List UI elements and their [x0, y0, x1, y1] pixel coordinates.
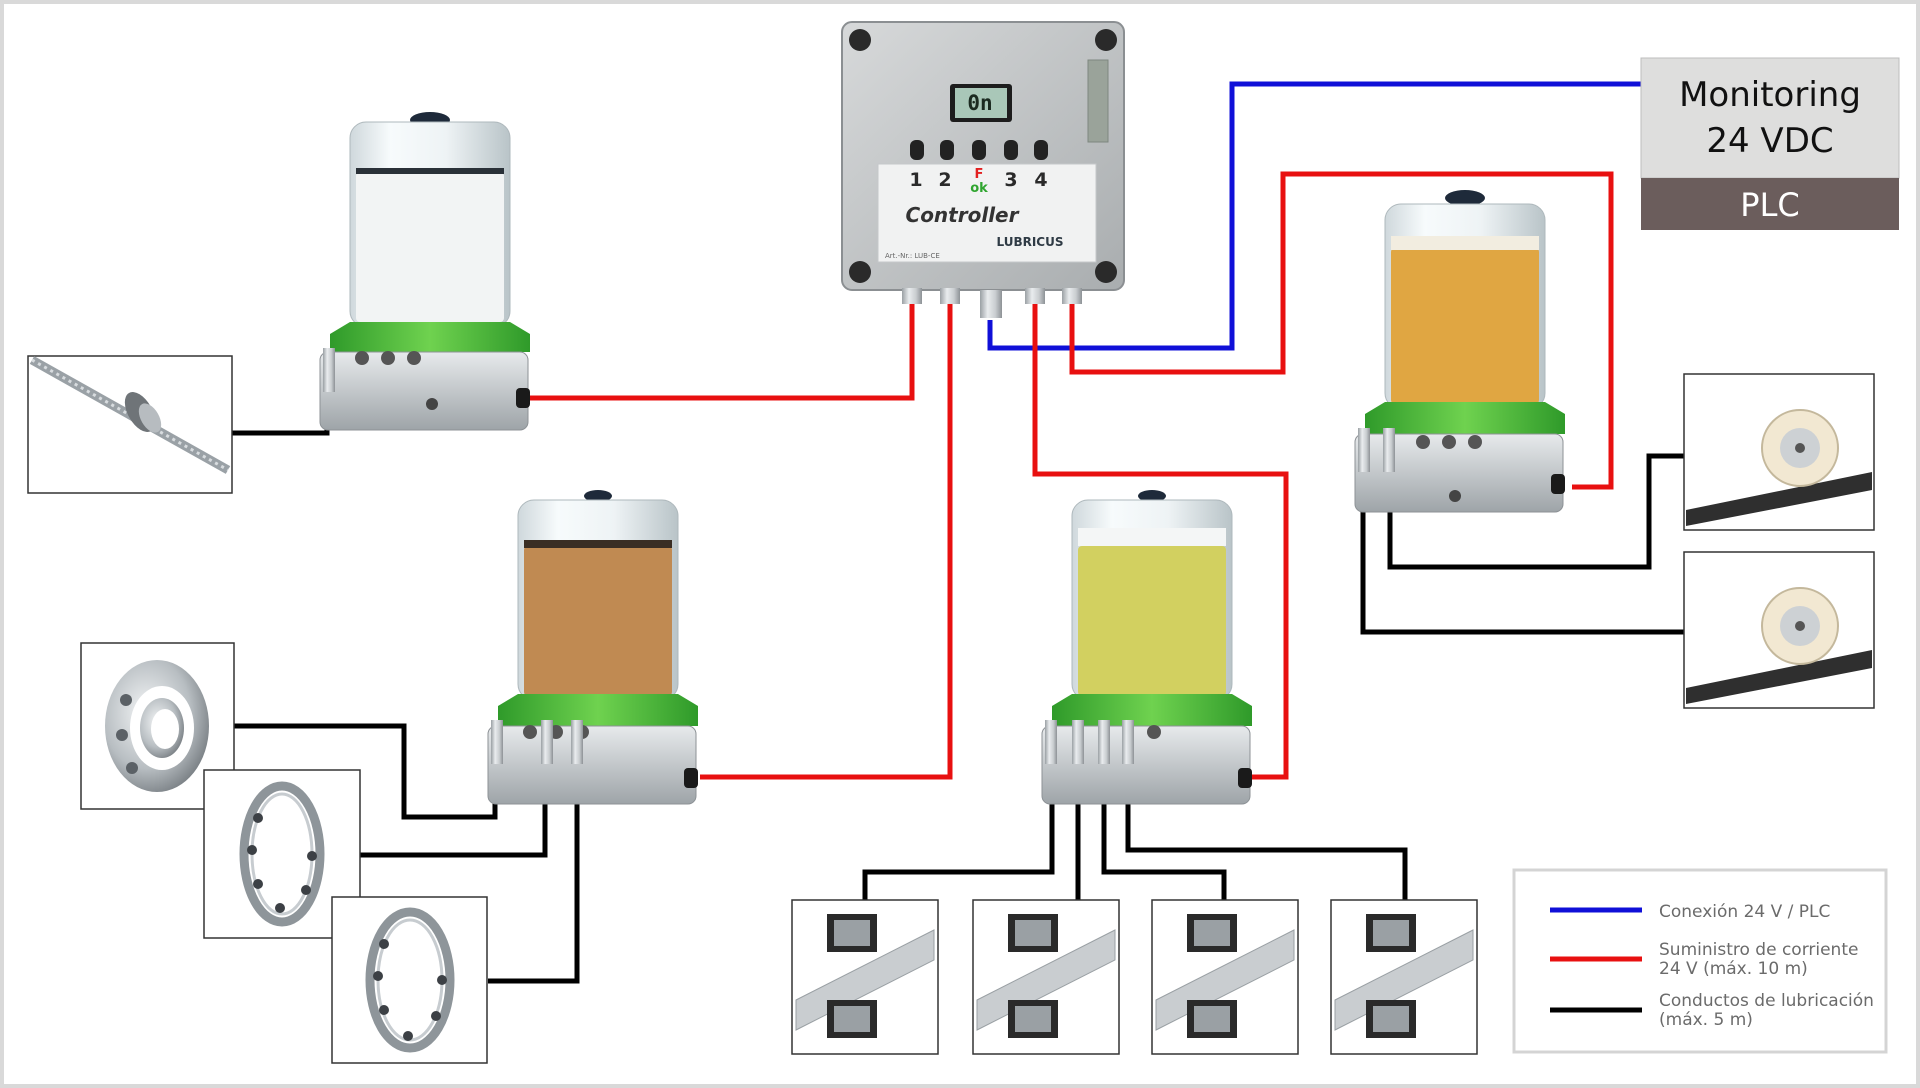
legend: Conexión 24 V / PLC Suministro de corrie… — [1512, 868, 1888, 1054]
ok-label: ok — [970, 181, 988, 196]
channel-4-label: 4 — [1034, 169, 1047, 191]
channel-2-button[interactable] — [940, 140, 954, 160]
thin-bearing-icon — [331, 896, 488, 1064]
red-wire-amber-lubricator — [1069, 171, 1614, 490]
channel-1-label: 1 — [909, 169, 922, 191]
status-button[interactable] — [972, 140, 986, 160]
monitoring-plc-box: Monitoring 24 VDC PLC — [1640, 57, 1900, 230]
linear-guide-icon — [972, 899, 1120, 1055]
controller-name: Controller — [906, 203, 1020, 227]
legend-label-power-2: 24 V (máx. 10 m) — [1659, 959, 1808, 979]
controller-lcd — [955, 88, 1007, 118]
chain-sprocket-icon — [1683, 373, 1875, 531]
lubricant-level-olive — [1078, 546, 1226, 696]
red-wire-white-lubricator — [524, 303, 915, 401]
linear-guide-icon — [791, 899, 939, 1055]
fault-label: F — [975, 167, 984, 182]
red-wire-olive-lubricator — [1032, 303, 1289, 780]
blue-wire-plc — [987, 81, 1641, 351]
red-wire-brown-lubricator — [700, 303, 953, 780]
ball-screw-icon — [27, 355, 233, 494]
chain-sprocket-icon — [1683, 551, 1875, 709]
lubricator-olive — [1041, 490, 1252, 805]
plc-connection-lines — [987, 81, 1641, 351]
ball-bearing-icon — [80, 642, 235, 810]
legend-label-plc: Conexión 24 V / PLC — [1659, 902, 1830, 922]
linear-guide-icon — [1330, 899, 1478, 1055]
channel-4-button[interactable] — [1034, 140, 1048, 160]
channel-3-button[interactable] — [1004, 140, 1018, 160]
lubricant-level-white — [356, 172, 504, 322]
power-supply-lines — [524, 171, 1614, 780]
lubricator-brown — [487, 490, 698, 805]
lubrication-lines — [232, 393, 1684, 984]
legend-label-power-1: Suministro de corriente — [1659, 940, 1858, 960]
lubricator-white — [319, 112, 530, 431]
lubricant-level-brown — [524, 546, 672, 696]
channel-1-button[interactable] — [910, 140, 924, 160]
monitoring-label: Monitoring — [1679, 75, 1861, 115]
article-number: Art.-Nr.: LUB-CE — [885, 252, 940, 260]
black-line-ball-screw — [232, 393, 330, 436]
lubricator-amber — [1354, 190, 1565, 513]
controller-display-text: 0n — [967, 91, 992, 115]
legend-label-lube-1: Conductos de lubricación — [1659, 991, 1874, 1011]
lubricant-level-amber — [1391, 248, 1539, 404]
black-line-guide-3 — [1101, 770, 1227, 900]
channel-2-label: 2 — [938, 169, 951, 191]
voltage-label: 24 VDC — [1706, 121, 1833, 161]
controller-unit: 0n 1 2 F ok 3 4 Controller LUBRICUS Art.… — [841, 21, 1125, 318]
channel-3-label: 3 — [1004, 169, 1017, 191]
brand-logo-text: LUBRICUS — [996, 235, 1063, 249]
legend-label-lube-2: (máx. 5 m) — [1659, 1010, 1753, 1030]
plc-label: PLC — [1740, 186, 1799, 224]
black-line-bearing-3 — [488, 773, 580, 984]
black-line-guide-4 — [1125, 770, 1408, 900]
linear-guide-icon — [1151, 899, 1299, 1055]
black-line-guide-1 — [862, 770, 1055, 900]
